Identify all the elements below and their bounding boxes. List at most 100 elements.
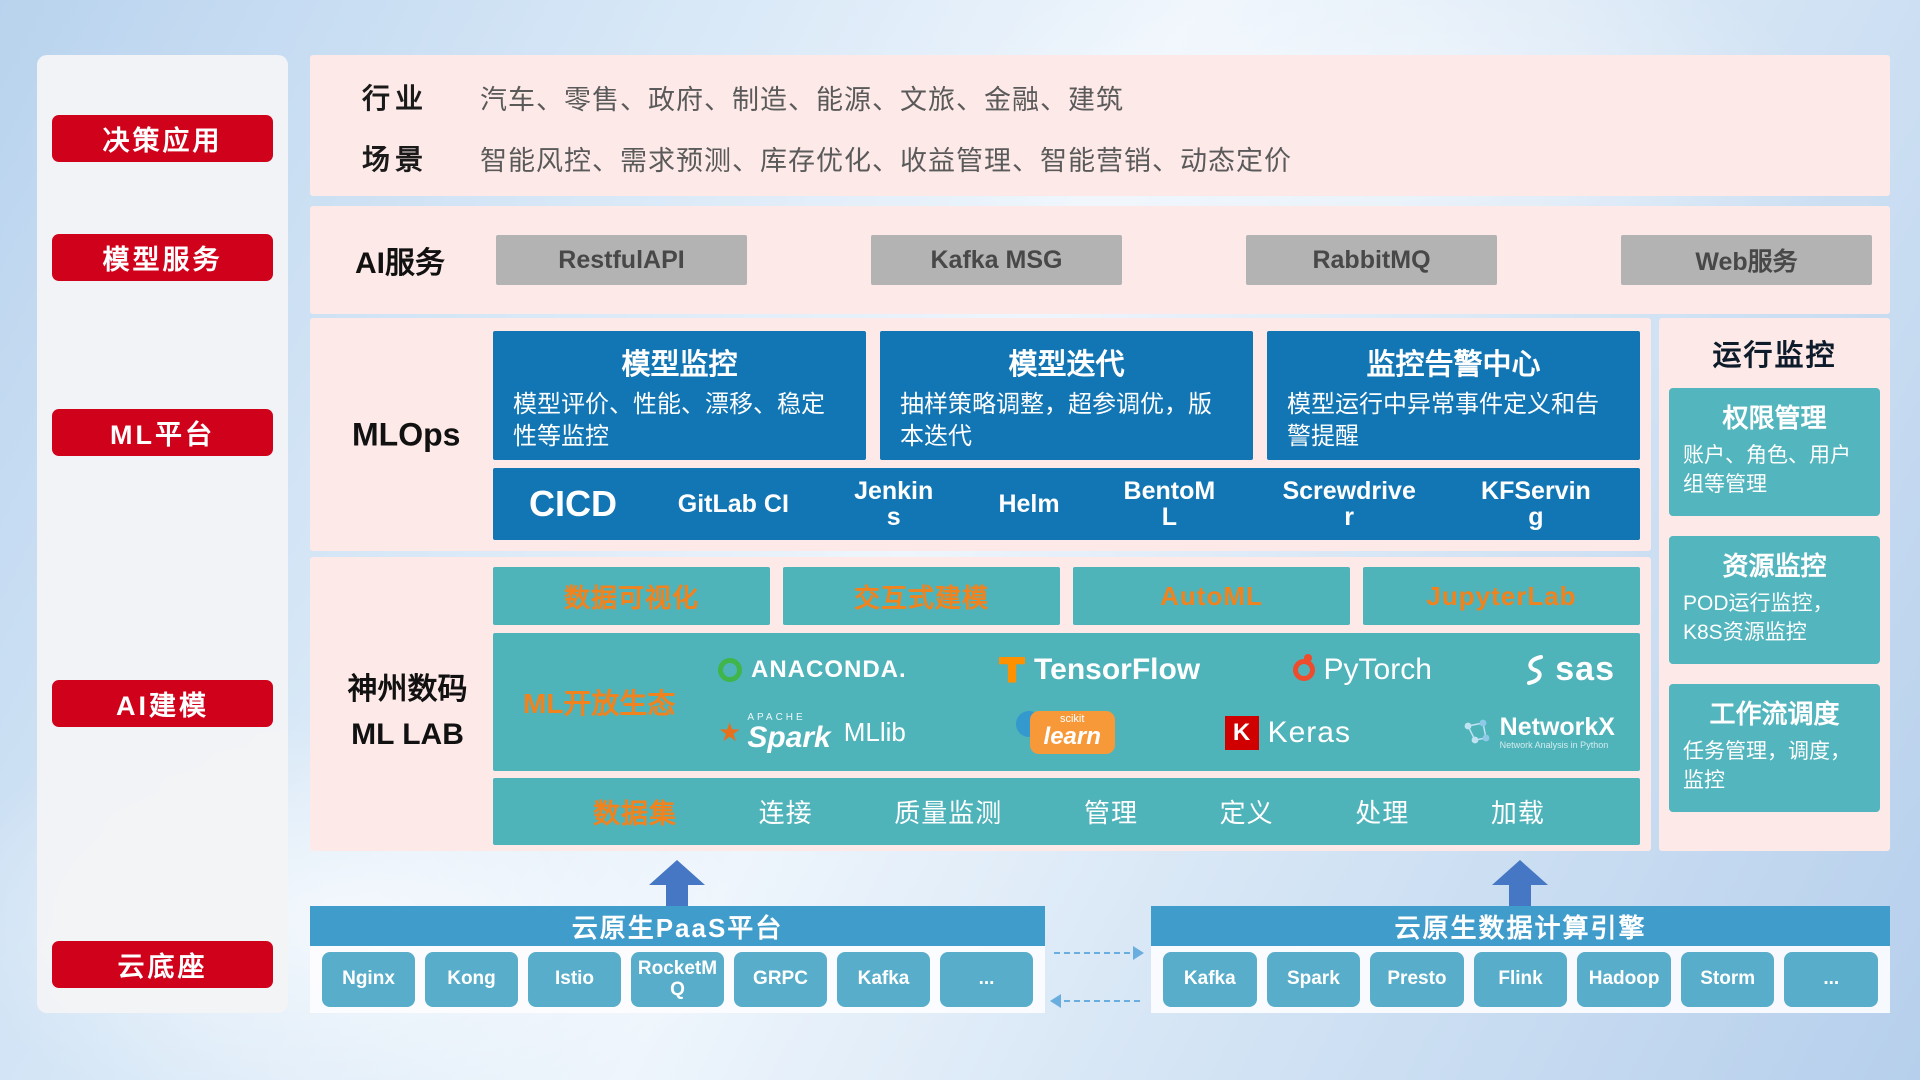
cicd-tool-helm: Helm — [998, 489, 1060, 518]
web-service-button[interactable]: Web服务 — [1621, 235, 1872, 285]
dashed-arrow-left-icon — [1050, 994, 1140, 1008]
ml-lab-tabs: 数据可视化 交互式建模 AutoML JupyterLab — [493, 567, 1640, 625]
networkx-text: NetworkX Network Analysis in Python — [1499, 713, 1615, 751]
chip-more[interactable]: ... — [940, 952, 1033, 1007]
ml-ecosystem-label: ML开放生态 — [523, 688, 676, 719]
card-body: 模型运行中异常事件定义和告警提醒 — [1287, 391, 1599, 451]
sas-logo: sas — [1524, 650, 1615, 689]
model-iteration-card: 模型迭代 抽样策略调整，超参调优，版本迭代 — [880, 331, 1253, 460]
card-title: 模型迭代 — [1008, 349, 1125, 381]
sas-text: sas — [1555, 650, 1615, 688]
dataset-item-define: 定义 — [1219, 798, 1274, 828]
dataset-bar: 数据集 连接 质量监测 管理 定义 处理 加载 — [493, 778, 1640, 845]
card-title: 权限管理 — [1722, 403, 1827, 433]
chip-istio[interactable]: Istio — [528, 952, 621, 1007]
scikit-box: scikit learn — [1029, 711, 1115, 754]
card-body: POD运行监控，K8S资源监控 — [1683, 592, 1834, 645]
dataset-item-load: 加载 — [1490, 798, 1545, 828]
ecosystem-logos: ANACONDA. TensorFlow PyTorch — [718, 639, 1615, 765]
application-panel: 行业 汽车、零售、政府、制造、能源、文旅、金融、建筑 场景 智能风控、需求预测、… — [310, 55, 1890, 196]
dataset-item-quality: 质量监测 — [894, 798, 1003, 828]
spark-mllib-logo: ★ APACHE Spark MLlib — [718, 711, 906, 754]
scene-label: 场景 — [362, 144, 429, 175]
tab-interactive-modeling[interactable]: 交互式建模 — [783, 567, 1060, 625]
chip-kafka[interactable]: Kafka — [837, 952, 930, 1007]
tensorflow-text: TensorFlow — [1034, 652, 1201, 686]
ml-ecosystem-panel: ML开放生态 ANACONDA. TensorFlow — [493, 633, 1640, 771]
sidebar-item-decision-app[interactable]: 决策应用 — [52, 115, 273, 162]
anaconda-icon — [718, 657, 742, 682]
scene-items: 智能风控、需求预测、库存优化、收益管理、智能营销、动态定价 — [480, 145, 1292, 176]
card-body: 模型评价、性能、漂移、稳定性等监控 — [513, 391, 825, 451]
chip-nginx[interactable]: Nginx — [322, 952, 415, 1007]
dataset-label: 数据集 — [593, 799, 677, 829]
runtime-monitor-title: 运行监控 — [1712, 340, 1837, 372]
pytorch-logo: PyTorch — [1292, 653, 1432, 687]
resource-monitor-card: 资源监控 POD运行监控，K8S资源监控 — [1669, 536, 1880, 664]
rabbitmq-button[interactable]: RabbitMQ — [1246, 235, 1497, 285]
mllib-text: MLlib — [843, 717, 906, 747]
chip-presto[interactable]: Presto — [1370, 952, 1464, 1007]
sidebar-item-model-service[interactable]: 模型服务 — [52, 234, 273, 281]
card-title: 资源监控 — [1722, 551, 1827, 581]
chip-more[interactable]: ... — [1784, 952, 1879, 1007]
cicd-tool-gitlab: GitLab CI — [677, 489, 789, 518]
ai-service-label: AI服务 — [355, 247, 445, 280]
spark-star-icon: ★ — [718, 717, 742, 747]
sas-icon — [1527, 654, 1544, 685]
chip-hadoop[interactable]: Hadoop — [1577, 952, 1671, 1007]
mlops-cards: 模型监控 模型评价、性能、漂移、稳定性等监控 模型迭代 抽样策略调整，超参调优，… — [493, 331, 1640, 460]
ml-lab-label-line1: 神州数码 — [347, 673, 468, 706]
cicd-tool-jenkins: Jenkins — [854, 476, 934, 531]
kafka-msg-button[interactable]: Kafka MSG — [871, 235, 1122, 285]
spark-word: Spark — [747, 720, 831, 754]
up-arrow-icon — [649, 860, 705, 906]
scikit-learn-logo: scikit learn — [1015, 711, 1115, 754]
anaconda-text: ANACONDA. — [751, 655, 907, 683]
up-arrow-icon — [1492, 860, 1548, 906]
sidebar-item-cloud-base[interactable]: 云底座 — [52, 941, 273, 988]
engine-components-dock: Kafka Spark Presto Flink Hadoop Storm ..… — [1151, 946, 1890, 1013]
chip-grpc[interactable]: GRPC — [734, 952, 827, 1007]
mlops-label: MLOps — [352, 416, 461, 452]
scikit-small-text: scikit — [1059, 713, 1085, 725]
dashed-arrow-right-icon — [1054, 946, 1144, 960]
networkx-subtitle: Network Analysis in Python — [1499, 740, 1609, 751]
ml-lab-label-line2: ML LAB — [351, 718, 464, 751]
industry-row: 行业 汽车、零售、政府、制造、能源、文旅、金融、建筑 — [362, 77, 1890, 117]
chip-kafka[interactable]: Kafka — [1163, 952, 1257, 1007]
workflow-schedule-card: 工作流调度 任务管理，调度，监控 — [1669, 684, 1880, 812]
paas-platform-bar: 云原生PaaS平台 — [310, 906, 1045, 946]
logo-row-top: ANACONDA. TensorFlow PyTorch — [718, 650, 1615, 689]
apache-text: APACHE — [747, 711, 806, 723]
chip-kong[interactable]: Kong — [425, 952, 518, 1007]
ml-lab-label: 神州数码 ML LAB — [325, 667, 490, 757]
sidebar-item-ml-platform[interactable]: ML平台 — [52, 409, 273, 456]
mlops-panel: MLOps 模型监控 模型评价、性能、漂移、稳定性等监控 模型迭代 抽样策略调整… — [310, 318, 1651, 551]
card-title: 模型监控 — [621, 349, 738, 381]
ai-service-buttons: RestfulAPI Kafka MSG RabbitMQ Web服务 — [496, 235, 1872, 285]
chip-rocketmq[interactable]: RocketMQ — [631, 952, 724, 1007]
networkx-icon — [1464, 720, 1490, 744]
chip-storm[interactable]: Storm — [1680, 952, 1775, 1007]
scene-row: 场景 智能风控、需求预测、库存优化、收益管理、智能营销、动态定价 — [362, 138, 1890, 178]
industry-label: 行业 — [362, 83, 429, 114]
tensorflow-icon — [999, 656, 1026, 683]
tensorflow-logo: TensorFlow — [999, 653, 1200, 687]
card-title: 监控告警中心 — [1366, 349, 1541, 381]
cicd-label: CICD — [529, 483, 617, 524]
cicd-tool-screwdriver: Screwdriver — [1282, 476, 1416, 531]
chip-spark[interactable]: Spark — [1266, 952, 1361, 1007]
tab-data-visualization[interactable]: 数据可视化 — [493, 567, 770, 625]
chip-flink[interactable]: Flink — [1473, 952, 1568, 1007]
scikit-main-text: learn — [1043, 723, 1101, 750]
tab-jupyterlab[interactable]: JupyterLab — [1363, 567, 1640, 625]
data-engine-bar: 云原生数据计算引擎 — [1151, 906, 1890, 946]
tab-automl[interactable]: AutoML — [1073, 567, 1350, 625]
card-body: 账户、角色、用户组等管理 — [1683, 444, 1851, 497]
sidebar-item-ai-modeling[interactable]: AI建模 — [52, 680, 273, 727]
restfulapi-button[interactable]: RestfulAPI — [496, 235, 747, 285]
industry-items: 汽车、零售、政府、制造、能源、文旅、金融、建筑 — [480, 84, 1124, 115]
dataset-item-manage: 管理 — [1083, 798, 1138, 828]
cicd-bar: CICD GitLab CI Jenkins Helm BentoML Scre… — [493, 468, 1640, 540]
